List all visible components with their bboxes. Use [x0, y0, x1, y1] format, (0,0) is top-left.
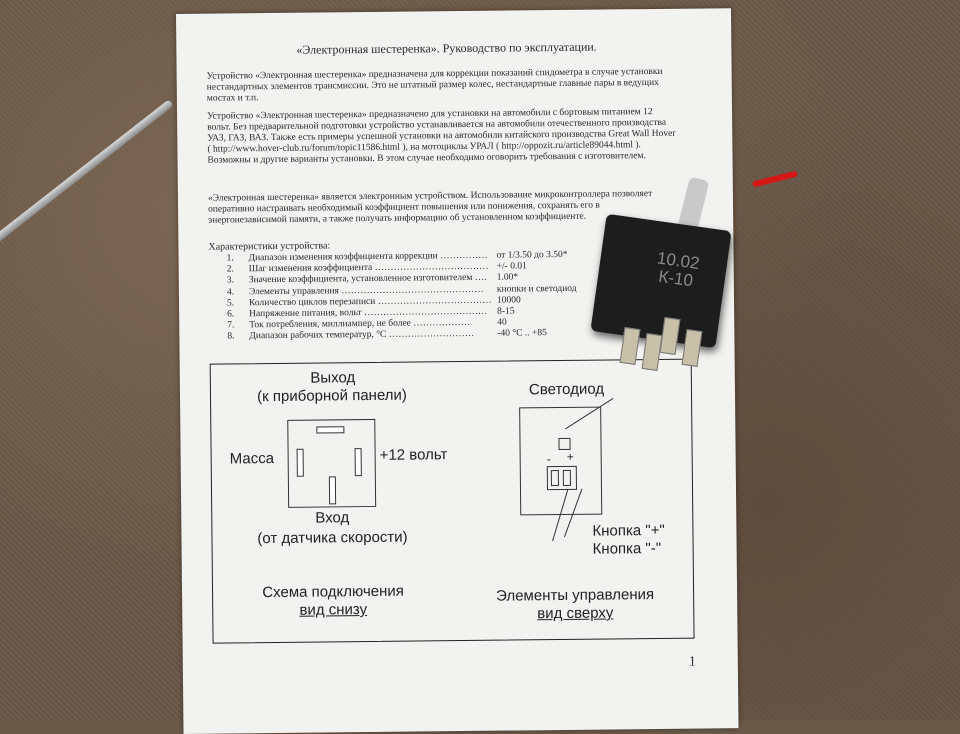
output-sub-label: (к приборной панели)	[257, 386, 407, 406]
spec-row: 8.Диапазон рабочих температур, °C …………………	[227, 328, 547, 342]
left-caption-line2: вид снизу	[299, 601, 368, 619]
button-pointer-lines	[552, 488, 583, 542]
power-label: +12 вольт	[379, 446, 448, 464]
specs-heading: Характеристики устройства:	[208, 240, 331, 253]
instruction-sheet: «Электронная шестеренка». Руководство по…	[176, 8, 739, 734]
page-number: 1	[688, 654, 696, 670]
left-caption-line1: Схема подключения	[262, 582, 404, 602]
relay-marking-line2: К-10	[657, 266, 695, 291]
plus-sign: +	[566, 449, 574, 464]
led-pointer-line	[565, 398, 614, 430]
pin-ground	[296, 448, 304, 477]
input-label: Вход	[315, 509, 350, 527]
wiring-diagram: Выход (к приборной панели) Масса +12 вол…	[209, 358, 695, 644]
button-minus-label: Кнопка "-"	[592, 539, 662, 558]
relay-pinout-box	[287, 418, 377, 508]
paragraph-purpose: Устройство «Электронная шестеренка» пред…	[206, 66, 663, 104]
pin-output	[316, 426, 345, 434]
relay-device: 10.02 К-10	[590, 213, 732, 349]
pin-power	[354, 448, 362, 477]
paragraph-installation: Устройство «Электронная шестеренка» пред…	[207, 107, 676, 166]
ground-label: Масса	[229, 449, 275, 468]
minus-sign: -	[546, 452, 551, 467]
led-indicator	[558, 437, 571, 451]
button-plus-label: Кнопка "+"	[592, 521, 665, 540]
input-sub-label: (от датчика скорости)	[257, 528, 408, 548]
right-caption-line1: Элементы управления	[496, 586, 655, 605]
relay-marking: 10.02 К-10	[653, 248, 701, 291]
specs-list: 1.Диапазон изменения коэффициента коррек…	[227, 250, 588, 343]
pin-input	[328, 476, 337, 505]
document-title: «Электронная шестеренка». Руководство по…	[296, 39, 597, 57]
right-caption-line2: вид сверху	[537, 604, 614, 623]
output-label: Выход	[310, 369, 356, 387]
